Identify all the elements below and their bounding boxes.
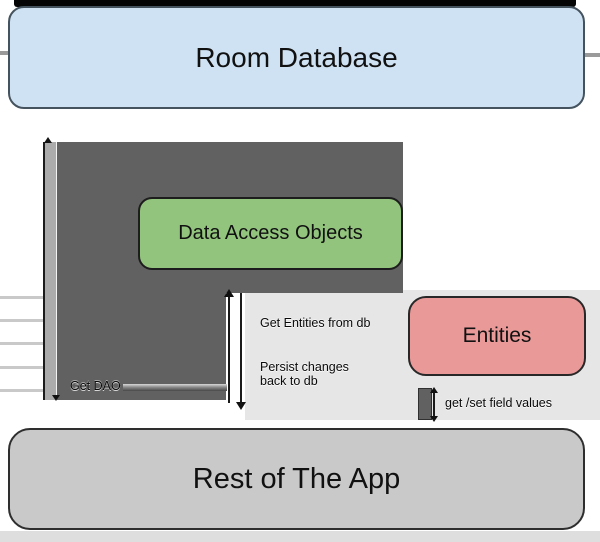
arrowhead-up-icon [44,137,52,143]
node-rest-of-app: Rest of The App [8,428,585,530]
left-stripe [0,342,43,345]
top-edge-bar [14,0,576,7]
get-set-arrow-shaft [418,388,432,420]
edge-label-get-set-field-values: get /set field values [445,396,553,410]
dark-arrow-block-left [55,142,226,400]
node-rest-of-app-label: Rest of The App [192,462,401,495]
node-room-database: Room Database [8,6,585,109]
edge-label-get-entities: Get Entities from db [260,316,371,330]
bottom-edge-strip [0,531,600,542]
get-dao-arrow-shaft [43,142,57,400]
node-entities-label: Entities [462,324,532,347]
left-stripe [0,389,43,392]
dao-entities-arrow-down-line [240,293,242,403]
arrowhead-down-icon [430,416,438,422]
dao-entities-arrow-up-line [228,296,230,403]
arrowhead-down-icon [236,402,246,410]
right-connector-stub [585,53,600,57]
arrowhead-up-icon [430,387,438,393]
node-data-access-objects-label: Data Access Objects [178,222,363,244]
left-stripe [0,366,43,369]
get-dao-beam [123,384,227,391]
node-data-access-objects: Data Access Objects [138,197,403,270]
left-connector-stub [0,51,9,55]
left-stripe [0,319,43,322]
arrowhead-up-icon [224,289,234,297]
edge-label-persist-changes: Persist changes back to db [260,360,349,389]
get-set-arrow-line [433,392,435,417]
node-room-database-label: Room Database [195,41,398,73]
node-entities: Entities [408,296,586,376]
edge-label-get-dao: Get DAO [70,379,121,393]
arrowhead-down-icon [52,395,60,401]
left-stripe [0,296,43,299]
